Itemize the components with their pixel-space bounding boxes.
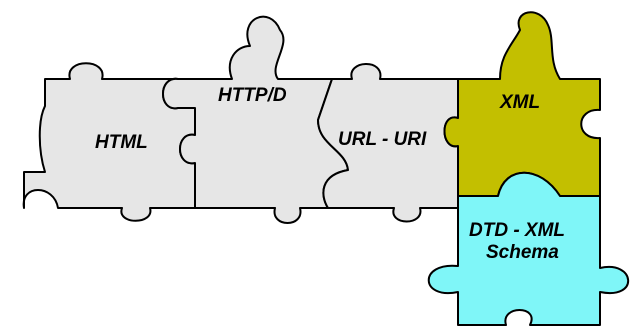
piece-url <box>317 63 459 223</box>
label-http: HTTP/D <box>218 85 287 106</box>
label-dtd-line2: Schema <box>486 242 559 263</box>
label-xml: XML <box>499 92 540 113</box>
label-url: URL - URI <box>338 129 427 150</box>
label-html: HTML <box>95 132 148 153</box>
piece-dtd <box>427 171 630 326</box>
piece-xml <box>443 11 601 197</box>
label-dtd-line1: DTD - XML <box>469 220 565 241</box>
